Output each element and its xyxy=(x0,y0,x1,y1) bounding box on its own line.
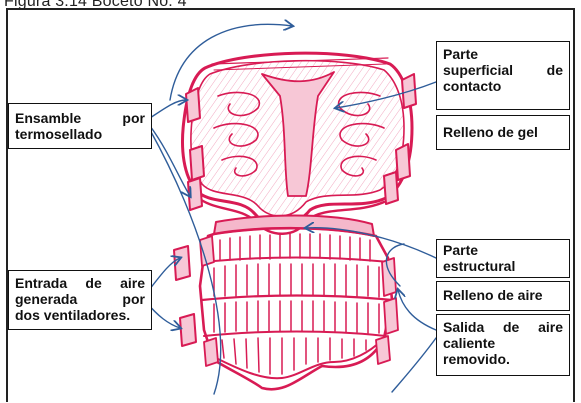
label-air-fill: Relleno de aire xyxy=(436,281,570,311)
label-contact-surface-line-3: contacto xyxy=(443,78,563,94)
label-contact-surface-line-2: superficial de xyxy=(443,62,563,78)
label-hot-air-outlet: Salida de aire caliente removido. xyxy=(436,314,570,376)
air-layer-sketch xyxy=(174,216,398,390)
label-hot-air-outlet-line-3: removido. xyxy=(443,351,563,367)
label-air-inlet-line-3: dos ventiladores. xyxy=(15,307,145,323)
label-structural-part: Parte estructural xyxy=(436,239,570,278)
label-hot-air-outlet-line-2: caliente xyxy=(443,335,563,351)
label-gel-fill: Relleno de gel xyxy=(436,115,570,150)
label-air-inlet-line-2: generada por xyxy=(15,291,145,307)
label-contact-surface-line-1: Parte xyxy=(443,46,563,62)
label-structural-line-1: Parte xyxy=(443,242,563,258)
label-hot-air-outlet-line-1: Salida de aire xyxy=(443,319,563,335)
label-heat-seal-assembly: Ensamble por termosellado xyxy=(8,103,152,149)
label-air-inlet: Entrada de aire generada por dos ventila… xyxy=(8,270,152,330)
label-heat-seal-line-1: Ensamble por xyxy=(15,110,145,126)
label-air-inlet-line-1: Entrada de aire xyxy=(15,275,145,291)
label-structural-line-2: estructural xyxy=(443,258,563,274)
gel-layer-sketch xyxy=(183,53,417,234)
label-gel-fill-text: Relleno de gel xyxy=(443,124,563,140)
label-contact-surface: Parte superficial de contacto xyxy=(436,41,570,110)
label-air-fill-text: Relleno de aire xyxy=(443,287,563,303)
label-heat-seal-line-2: termosellado xyxy=(15,126,145,142)
